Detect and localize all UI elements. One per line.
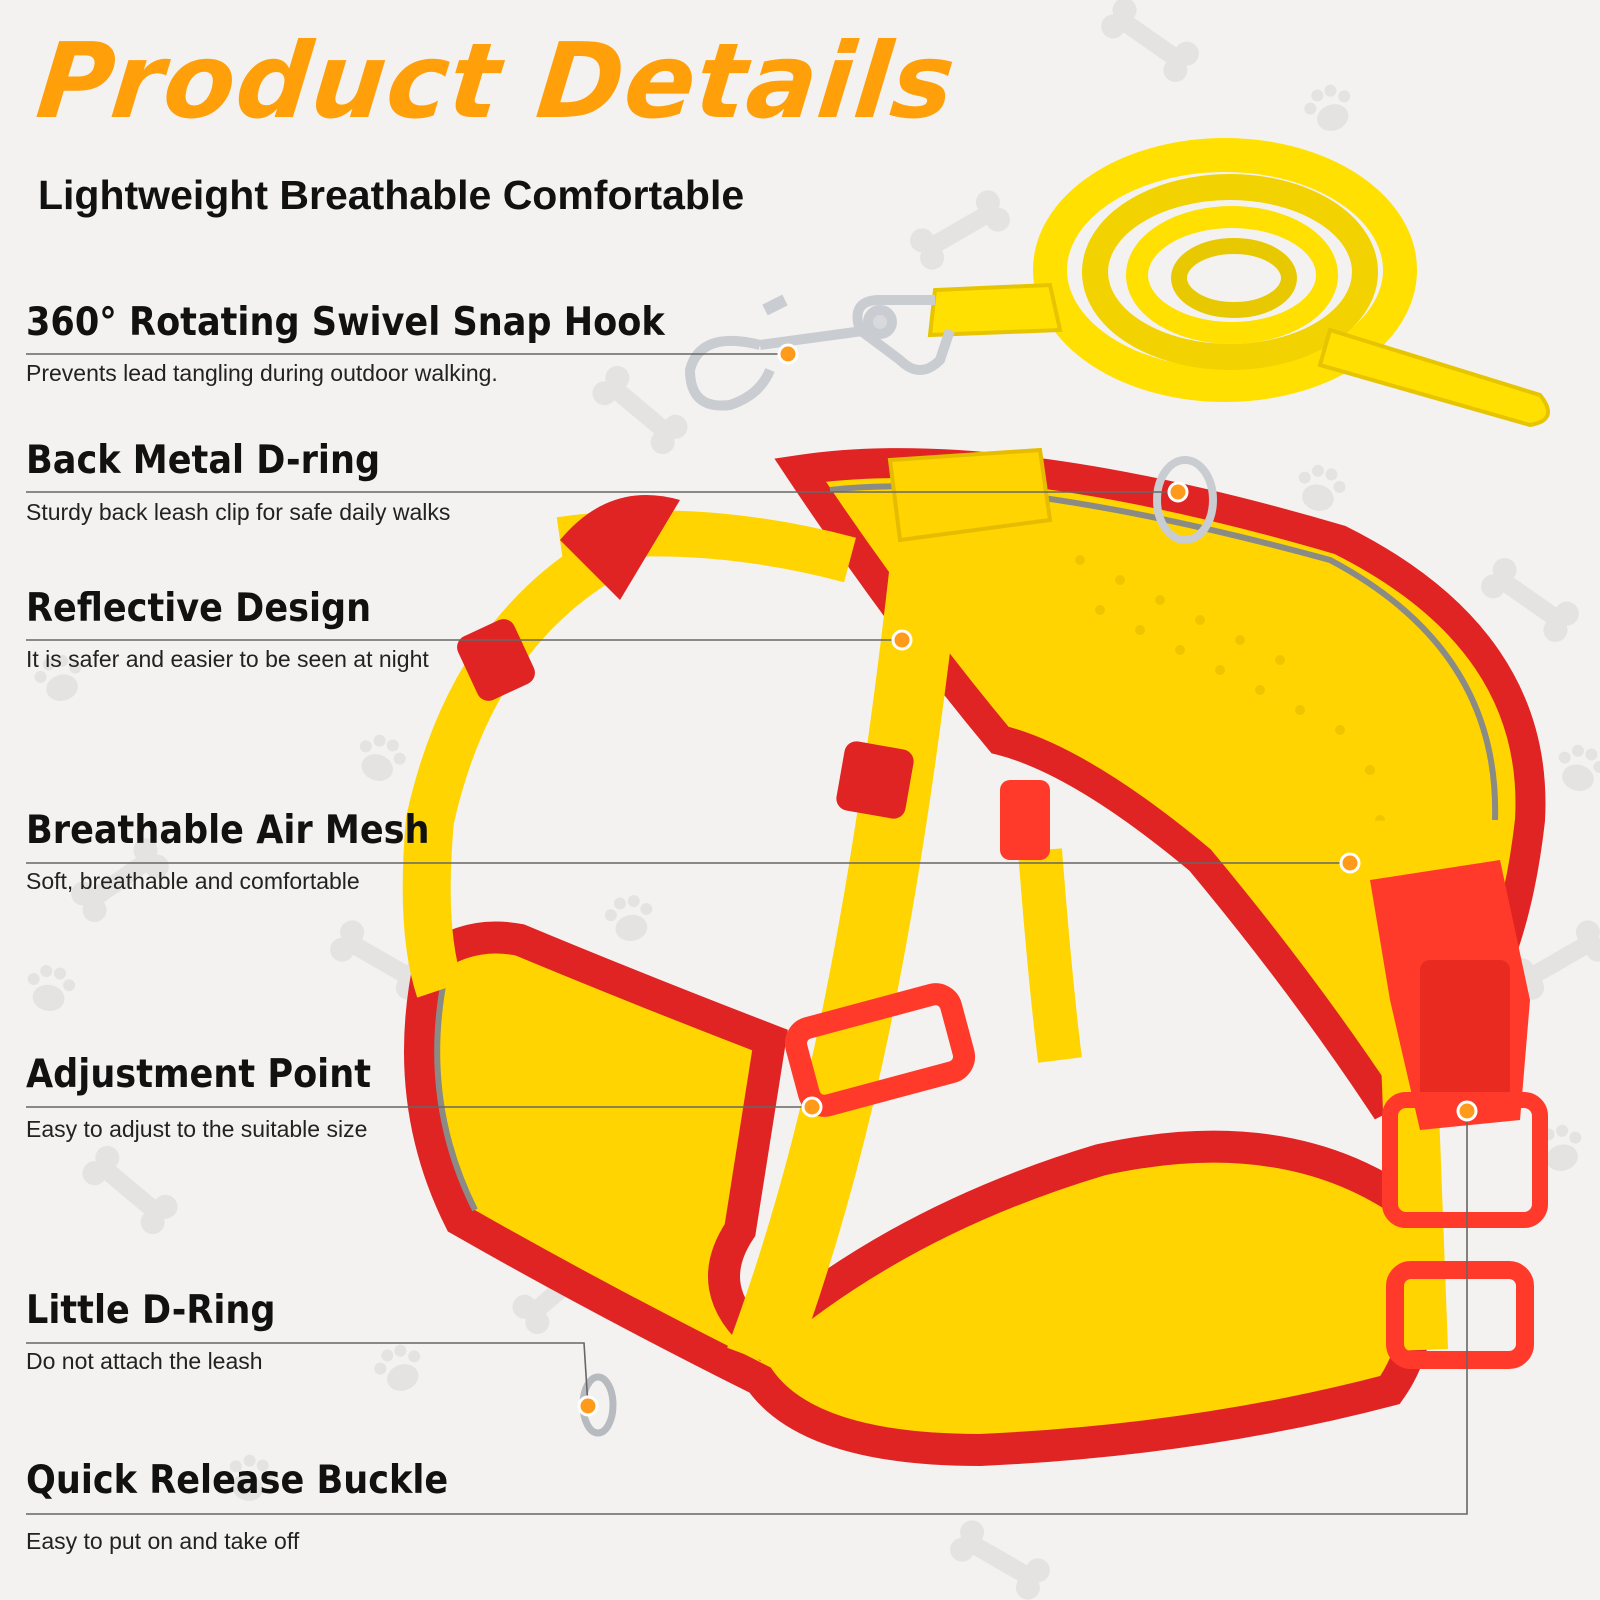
marker-air-mesh — [1339, 852, 1361, 874]
feature-title-reflective: Reflective Design — [26, 586, 372, 631]
feature-desc-snap-hook: Prevents lead tangling during outdoor wa… — [26, 360, 498, 386]
marker-back-d-ring — [1167, 481, 1189, 503]
page-subtitle: Lightweight Breathable Comfortable — [38, 172, 745, 218]
feature-desc-little-d-ring: Do not attach the leash — [26, 1348, 263, 1374]
feature-desc-air-mesh: Soft, breathable and comfortable — [26, 868, 360, 894]
callout-lines — [26, 353, 1468, 1515]
leash — [927, 138, 1550, 428]
feature-desc-buckle: Easy to put on and take off — [26, 1528, 300, 1554]
feature-title-snap-hook: 360° Rotating Swivel Snap Hook — [26, 300, 665, 345]
feature-desc-back-d-ring: Sturdy back leash clip for safe daily wa… — [26, 499, 451, 525]
marker-little-d-ring — [577, 1395, 599, 1417]
feature-title-adjustment: Adjustment Point — [26, 1052, 371, 1097]
feature-title-little-d-ring: Little D-Ring — [26, 1288, 276, 1333]
marker-reflective — [891, 629, 913, 651]
feature-title-buckle: Quick Release Buckle — [26, 1458, 449, 1503]
swivel-snap-hook — [684, 294, 955, 411]
callout-markers — [577, 343, 1478, 1417]
harness — [402, 447, 1548, 1467]
feature-desc-adjustment: Easy to adjust to the suitable size — [26, 1116, 368, 1142]
quick-release-buckle — [1370, 860, 1548, 1228]
marker-buckle — [1456, 1100, 1478, 1122]
marker-snap-hook — [777, 343, 799, 365]
feature-title-air-mesh: Breathable Air Mesh — [26, 808, 430, 853]
feature-desc-reflective: It is safer and easier to be seen at nig… — [26, 646, 429, 672]
marker-adjustment — [801, 1096, 823, 1118]
feature-title-back-d-ring: Back Metal D-ring — [26, 438, 381, 483]
page-title: Product Details — [31, 20, 962, 142]
